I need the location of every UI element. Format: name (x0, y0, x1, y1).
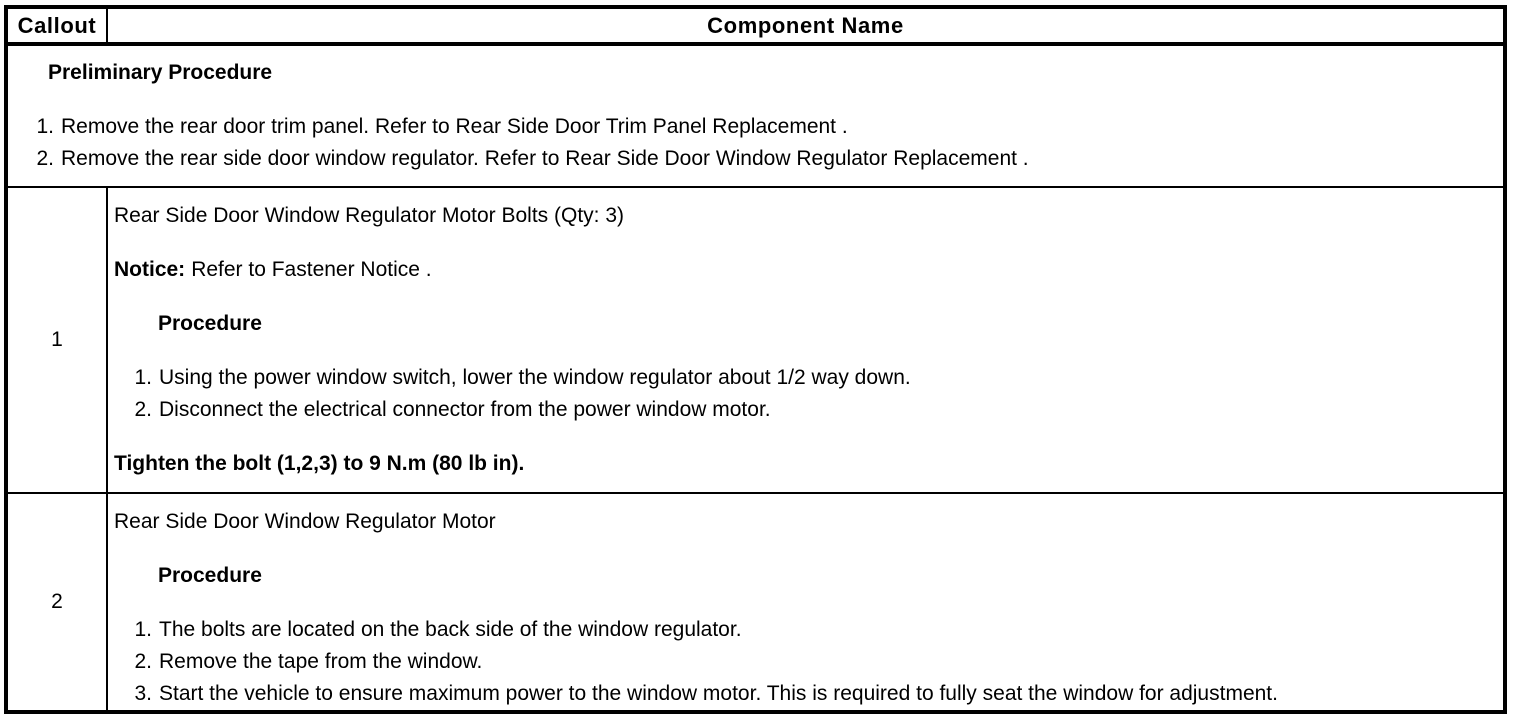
list-item-text: Disconnect the electrical connector from… (159, 398, 771, 421)
table-row: 2 Rear Side Door Window Regulator Motor … (6, 493, 1505, 712)
list-item-text: Remove the rear side door window regulat… (61, 147, 1029, 170)
list-item: 1. Remove the rear door trim panel. Refe… (16, 111, 1497, 143)
component-cell: Rear Side Door Window Regulator Motor Bo… (107, 187, 1505, 494)
component-table: Callout Component Name Preliminary Proce… (4, 5, 1507, 714)
list-item-number: 3. (134, 682, 152, 705)
procedure-heading: Procedure (158, 564, 262, 587)
notice-label: Notice: (114, 258, 186, 281)
callout-number: 2 (6, 493, 108, 712)
notice-text: Refer to Fastener Notice . (191, 258, 432, 281)
list-item-number: 2. (134, 398, 152, 421)
document-page: Callout Component Name Preliminary Proce… (4, 5, 1507, 714)
preliminary-procedure-row: Preliminary Procedure 1. Remove the rear… (6, 44, 1505, 188)
list-item-number: 1. (134, 366, 152, 389)
list-item-number: 1. (36, 115, 54, 138)
list-item-text: Remove the rear door trim panel. Refer t… (61, 115, 848, 138)
preliminary-procedure-cell: Preliminary Procedure 1. Remove the rear… (6, 44, 1505, 188)
procedure-steps-list: 1. The bolts are located on the back sid… (114, 614, 1499, 710)
component-name-text: Rear Side Door Window Regulator Motor (114, 510, 496, 533)
component-cell: Rear Side Door Window Regulator Motor Pr… (107, 493, 1505, 712)
list-item: 2. Disconnect the electrical connector f… (114, 394, 1499, 426)
callout-column-header: Callout (6, 7, 108, 46)
list-item-number: 2. (36, 147, 54, 170)
list-item: 3. Start the vehicle to ensure maximum p… (114, 678, 1499, 710)
list-item-text: Using the power window switch, lower the… (159, 366, 911, 389)
tighten-instruction: Tighten the bolt (1,2,3) to 9 N.m (80 lb… (114, 452, 525, 475)
component-name-column-header: Component Name (107, 7, 1505, 46)
list-item: 2. Remove the tape from the window. (114, 646, 1499, 678)
callout-number: 1 (6, 187, 108, 494)
list-item-number: 2. (134, 650, 152, 673)
list-item: 1. The bolts are located on the back sid… (114, 614, 1499, 646)
list-item-text: Remove the tape from the window. (159, 650, 483, 673)
list-item: 2. Remove the rear side door window regu… (16, 143, 1497, 175)
notice-line: Notice:Refer to Fastener Notice . (114, 254, 1499, 286)
list-item-text: Start the vehicle to ensure maximum powe… (159, 682, 1278, 705)
table-header-row: Callout Component Name (6, 7, 1505, 46)
preliminary-steps-list: 1. Remove the rear door trim panel. Refe… (16, 111, 1497, 175)
list-item: 1. Using the power window switch, lower … (114, 362, 1499, 394)
table-row: 1 Rear Side Door Window Regulator Motor … (6, 187, 1505, 494)
preliminary-procedure-title: Preliminary Procedure (48, 61, 273, 84)
procedure-heading: Procedure (158, 312, 262, 335)
list-item-text: The bolts are located on the back side o… (159, 618, 742, 641)
list-item-number: 1. (134, 618, 152, 641)
procedure-steps-list: 1. Using the power window switch, lower … (114, 362, 1499, 426)
component-name-text: Rear Side Door Window Regulator Motor Bo… (114, 204, 625, 227)
